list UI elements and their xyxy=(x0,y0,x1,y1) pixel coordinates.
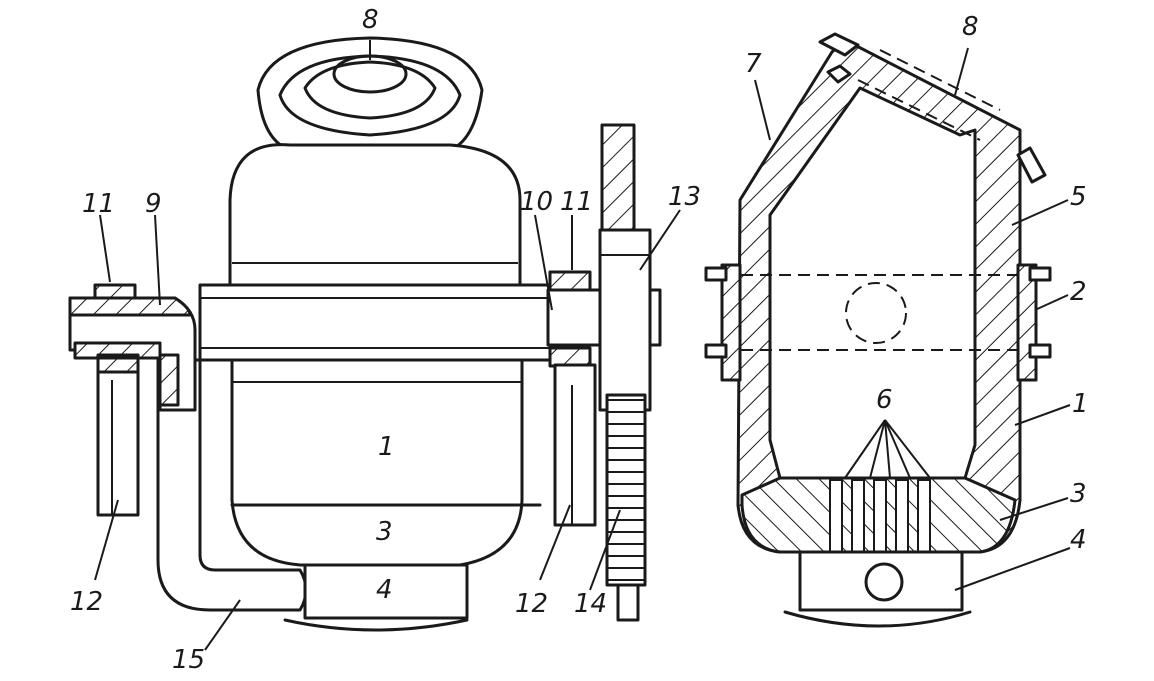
converter-body-1 xyxy=(228,143,522,292)
label-left-11b: 11 xyxy=(560,187,593,217)
label-right-6: 6 xyxy=(876,385,893,415)
tuyeres-6 xyxy=(829,479,931,553)
label-left-9: 9 xyxy=(145,189,162,219)
label-left-12a: 12 xyxy=(70,587,103,617)
label-right-1: 1 xyxy=(1072,389,1089,419)
support-pillar-12-left xyxy=(96,353,140,517)
label-left-14: 14 xyxy=(574,589,607,619)
label-left-12b: 12 xyxy=(515,589,548,619)
air-box-4 xyxy=(798,550,964,612)
labels: 8 11 9 10 11 13 1 3 4 12 12 14 15 7 8 5 … xyxy=(70,5,1089,675)
label-left-1: 1 xyxy=(378,432,395,462)
ring-flange-left xyxy=(704,263,742,382)
mouth-flange xyxy=(818,32,1047,184)
tuyere-channel xyxy=(851,479,865,553)
bottom-box-4 xyxy=(303,563,469,620)
label-left-13: 13 xyxy=(668,182,701,212)
label-right-5: 5 xyxy=(1070,182,1087,212)
section-view xyxy=(704,32,1071,628)
tuyere-channel xyxy=(873,479,887,553)
tuyere-channel xyxy=(895,479,909,553)
gear-wheel-13 xyxy=(598,123,652,412)
label-right-4: 4 xyxy=(1070,525,1087,555)
label-right-8: 8 xyxy=(962,12,979,42)
tuyere-channel xyxy=(917,479,931,553)
label-left-8: 8 xyxy=(362,5,379,35)
leader-lines-right xyxy=(754,47,1071,591)
trunnion-opening xyxy=(845,282,907,344)
label-left-3: 3 xyxy=(376,517,393,547)
label-right-7: 7 xyxy=(745,49,762,79)
label-right-2: 2 xyxy=(1070,277,1087,307)
leader-lines-left xyxy=(94,40,681,651)
gear-rack-14 xyxy=(605,393,647,622)
support-pillar-12-right xyxy=(553,363,597,527)
air-inlet xyxy=(864,562,904,602)
ring-flange-right xyxy=(1016,263,1052,382)
label-right-3: 3 xyxy=(1070,479,1087,509)
label-left-10: 10 xyxy=(520,187,553,217)
side-view xyxy=(68,36,681,651)
label-left-15: 15 xyxy=(172,645,205,675)
tuyere-channel xyxy=(829,479,843,553)
label-left-4: 4 xyxy=(376,575,393,605)
label-left-11a: 11 xyxy=(82,189,115,219)
